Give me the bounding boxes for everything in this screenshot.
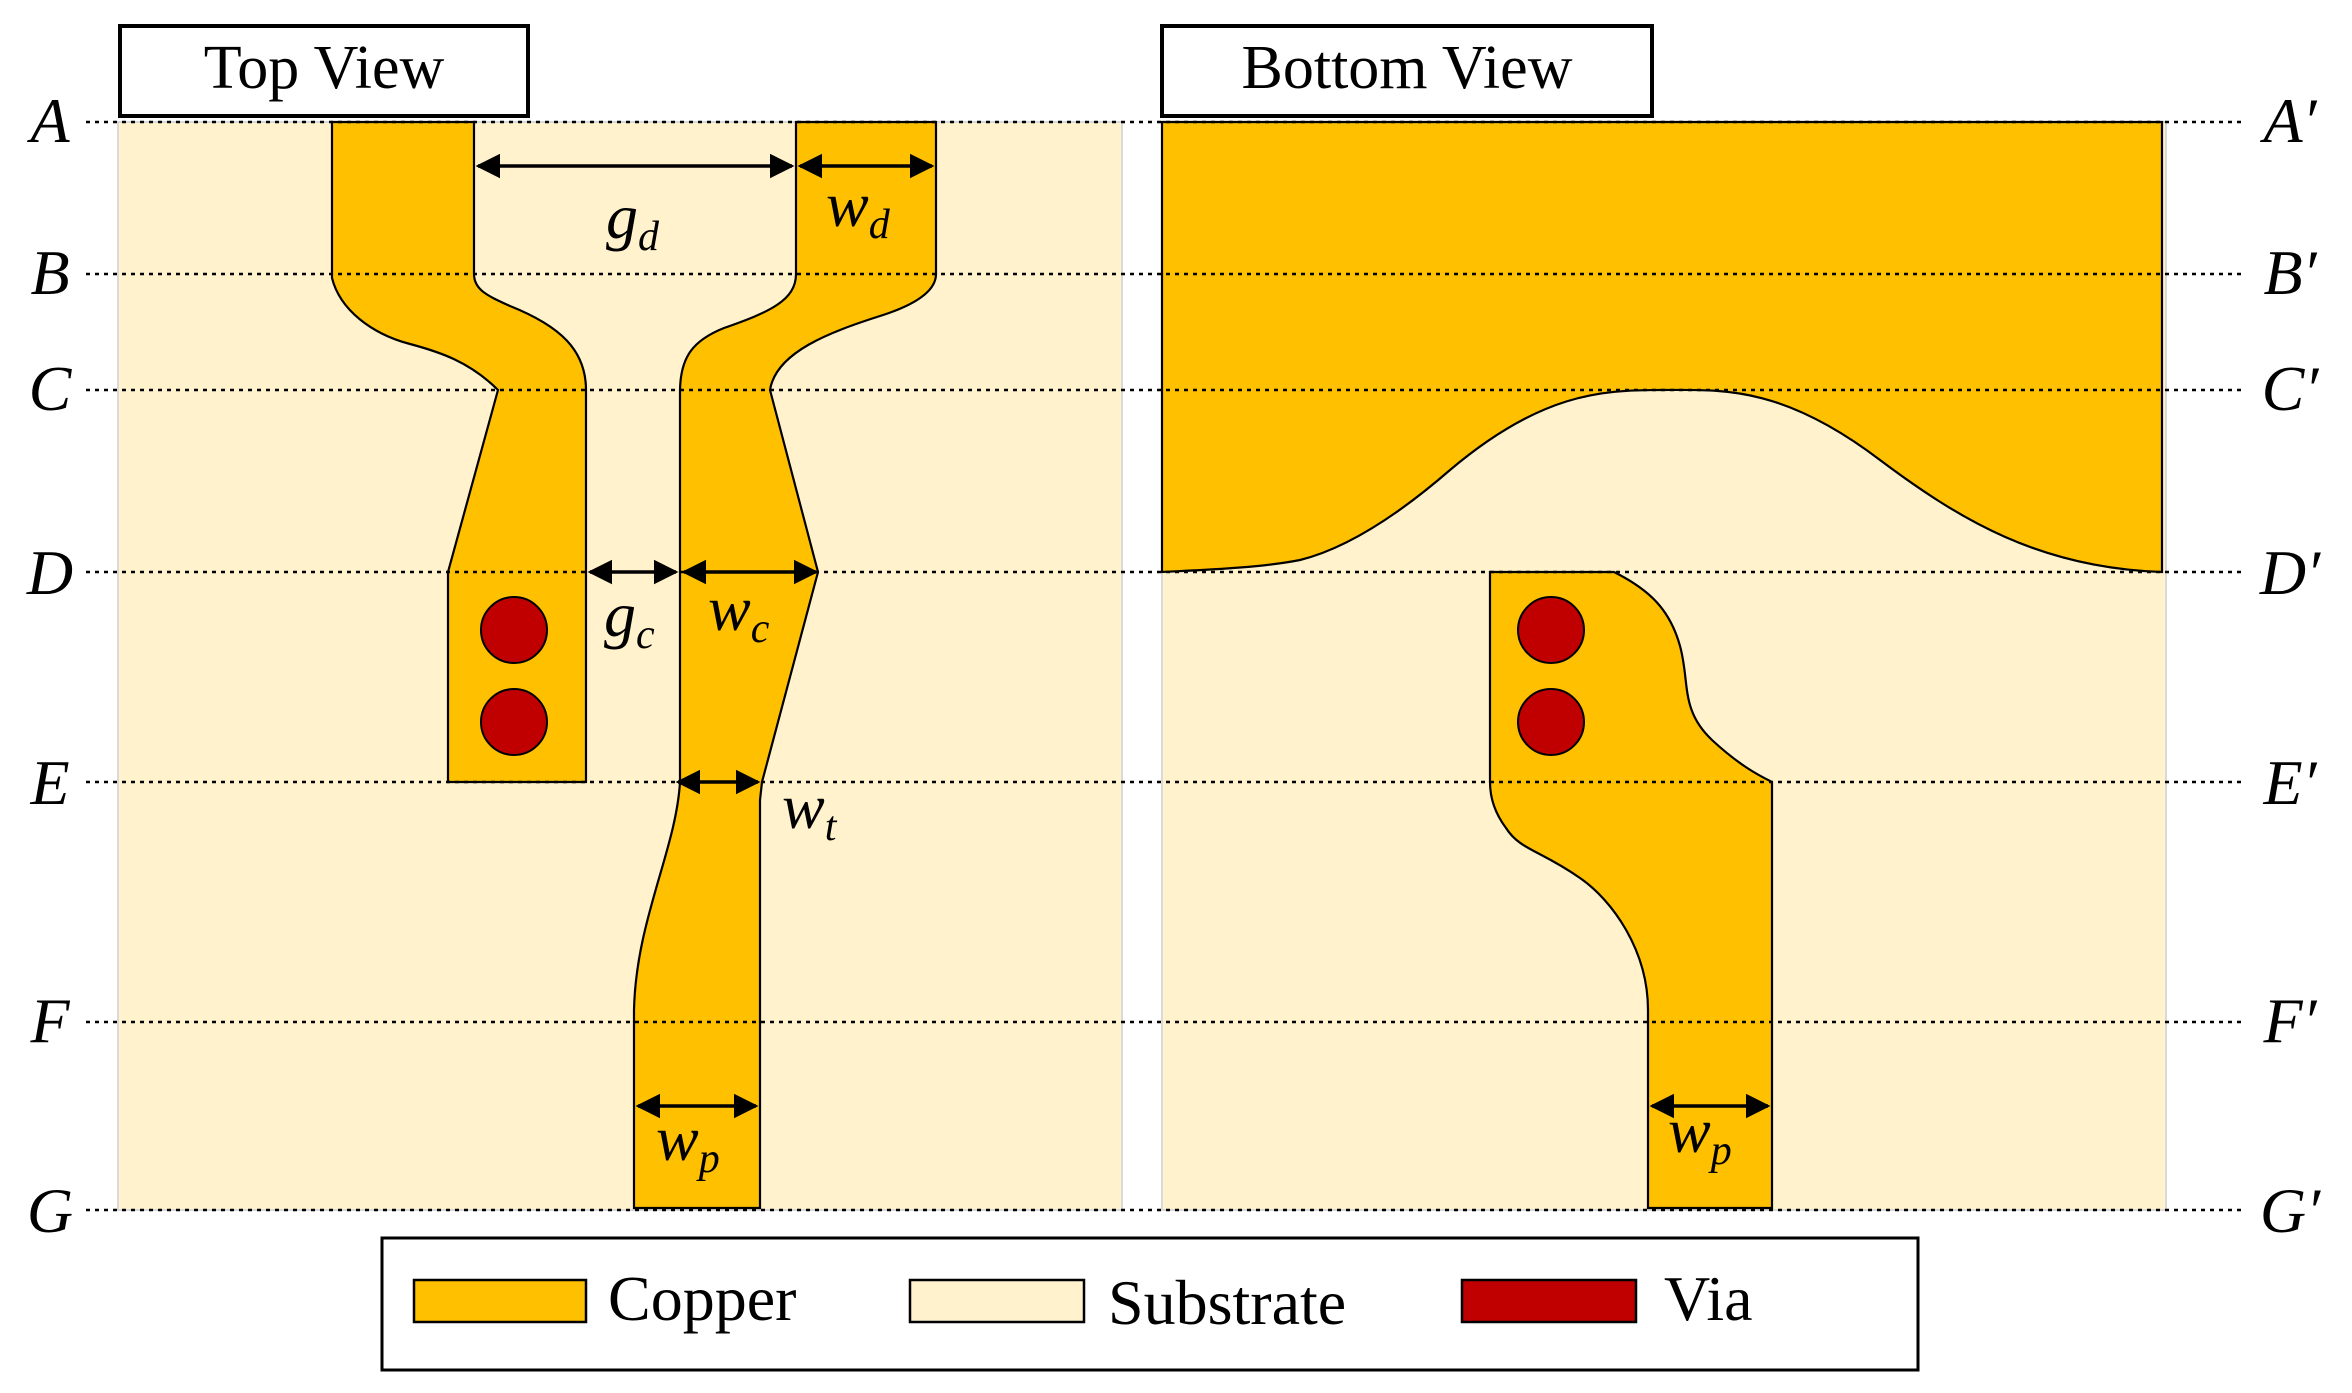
legend: Copper Substrate Via bbox=[380, 1236, 1920, 1372]
wt-label: wt bbox=[782, 771, 838, 850]
legend-copper-swatch bbox=[412, 1278, 588, 1324]
top-via-1 bbox=[480, 596, 548, 664]
dimension-arrows bbox=[475, 153, 1771, 1119]
wp-bottom-label: wp bbox=[1668, 1095, 1732, 1174]
legend-substrate-swatch bbox=[908, 1278, 1086, 1324]
top-view-title-box: Top View bbox=[118, 24, 530, 118]
row-label-G: G bbox=[27, 1175, 73, 1246]
top-via-2 bbox=[480, 688, 548, 756]
top-view-title: Top View bbox=[204, 34, 445, 102]
row-label-C-prime: C′ bbox=[2262, 353, 2320, 424]
row-label-D: D bbox=[26, 537, 73, 608]
row-label-A: A bbox=[26, 85, 70, 156]
legend-substrate-label: Substrate bbox=[1108, 1267, 1346, 1338]
gc-label: gc bbox=[604, 579, 655, 658]
legend-box bbox=[380, 1236, 1920, 1372]
row-label-D-prime: D′ bbox=[2259, 537, 2321, 608]
legend-via-swatch bbox=[1460, 1278, 1638, 1324]
row-label-C: C bbox=[29, 353, 73, 424]
row-label-B-prime: B′ bbox=[2263, 237, 2317, 308]
row-label-E: E bbox=[29, 747, 69, 818]
gd-label: gd bbox=[606, 181, 660, 260]
bottom-ground-plane bbox=[1160, 120, 2164, 574]
bottom-via-2 bbox=[1517, 688, 1585, 756]
row-label-E-prime: E′ bbox=[2262, 747, 2317, 818]
wd-label: wd bbox=[826, 169, 891, 248]
legend-via-label: Via bbox=[1664, 1263, 1753, 1334]
wp-top-label: wp bbox=[656, 1103, 720, 1182]
row-label-F: F bbox=[29, 985, 70, 1056]
row-label-A-prime: A′ bbox=[2259, 85, 2317, 156]
bottom-via-1 bbox=[1517, 596, 1585, 664]
row-label-B: B bbox=[30, 237, 69, 308]
legend-copper-label: Copper bbox=[608, 1263, 796, 1334]
row-label-F-prime: F′ bbox=[2262, 985, 2317, 1056]
wc-label: wc bbox=[708, 573, 770, 652]
top-view-substrate bbox=[117, 121, 1123, 1211]
row-label-G-prime: G′ bbox=[2260, 1175, 2321, 1246]
bottom-view-title: Bottom View bbox=[1242, 34, 1573, 102]
right-row-labels: A′ B′ C′ D′ E′ F′ G′ bbox=[2259, 85, 2321, 1246]
top-right-trace bbox=[632, 120, 938, 1210]
bottom-view-title-box: Bottom View bbox=[1160, 24, 1654, 118]
left-row-labels: A B C D E F G bbox=[26, 85, 73, 1246]
